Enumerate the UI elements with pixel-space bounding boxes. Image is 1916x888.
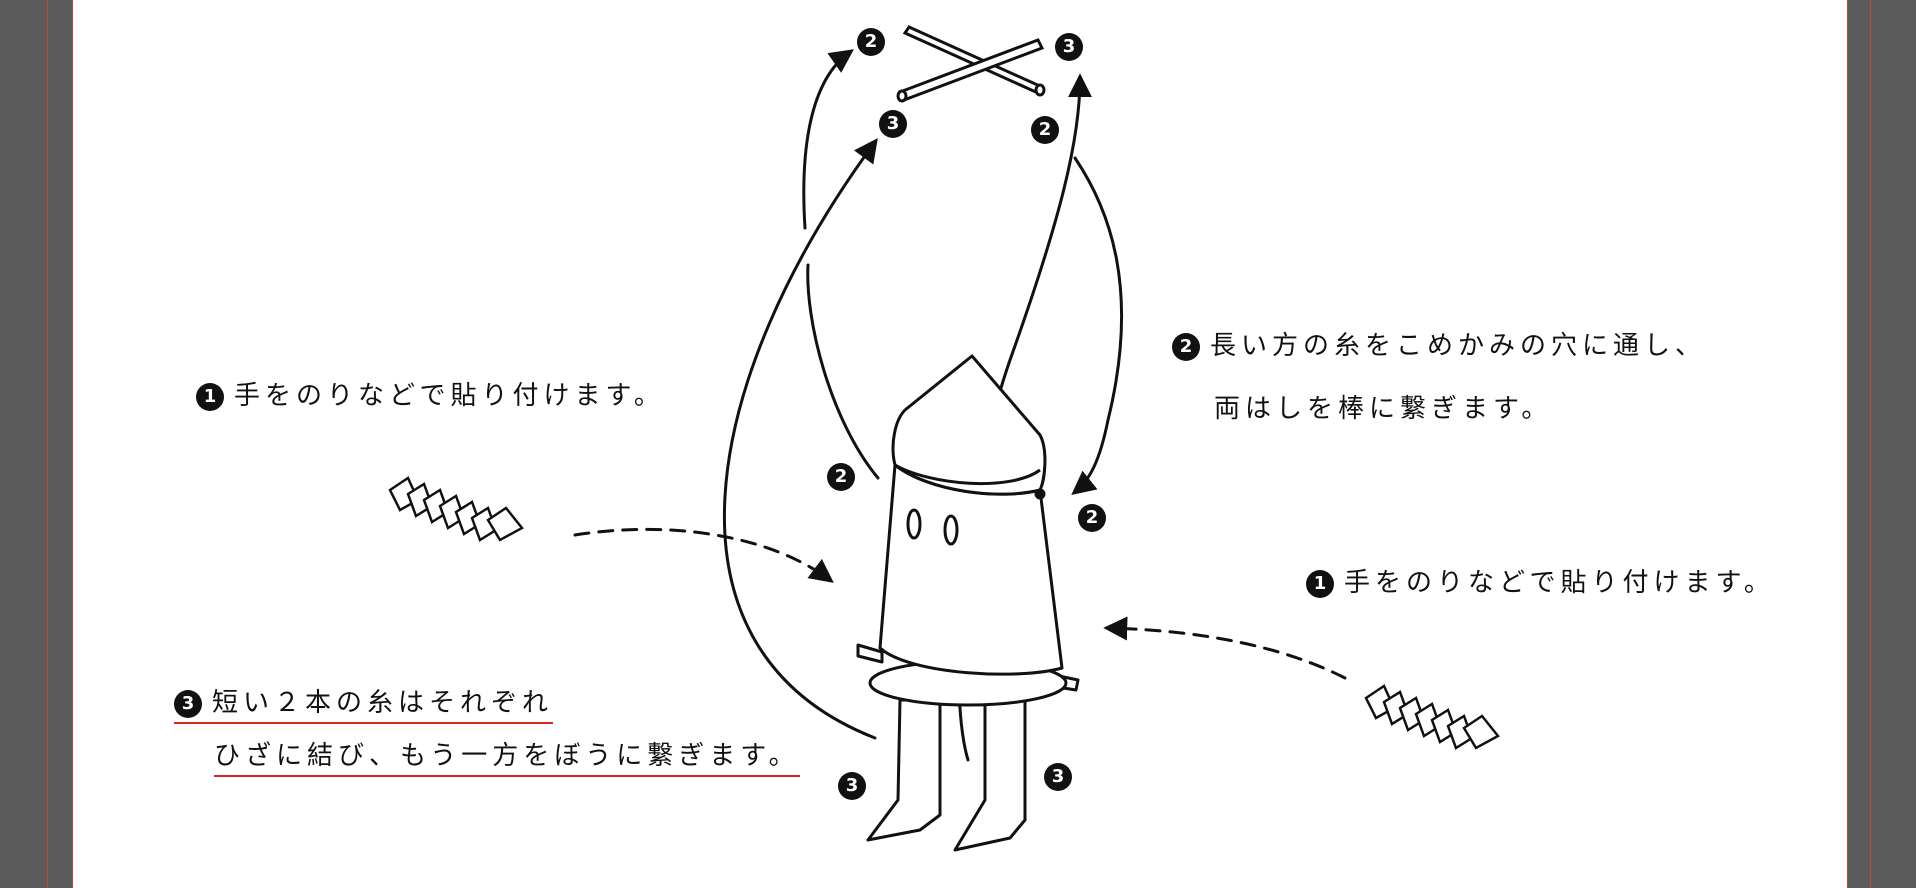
puppet-legs — [866, 698, 1027, 852]
note-number: 2 — [1172, 333, 1200, 361]
guide-line-left — [47, 0, 48, 888]
note-long-thread: 2 長い方の糸をこめかみの穴に通し、 — [1172, 333, 1706, 361]
puppet-hood-edge — [894, 463, 1041, 486]
badge-stick-top-right: 3 — [1055, 33, 1083, 61]
note-short-thread: 3 短い２本の糸はそれぞれ — [174, 688, 554, 724]
note-attach-hand-left: 1 手をのりなどで貼り付けます。 — [196, 383, 665, 411]
puppet-arm-left — [856, 643, 884, 664]
string-long-left — [802, 49, 854, 230]
badge-leg-right: 3 — [1044, 763, 1072, 791]
badge-head-left: 2 — [827, 463, 855, 491]
note-text-line2: 両はしを棒に繋ぎます。 — [1214, 394, 1553, 424]
note-underline-line1: 3 短い２本の糸はそれぞれ — [174, 688, 554, 724]
note-text-line1: 短い２本の糸はそれぞれ — [212, 688, 554, 718]
hand-arrow-left — [573, 527, 834, 583]
note-number: 1 — [1306, 570, 1334, 598]
puppet-hood — [891, 354, 1047, 496]
puppet-figure — [856, 354, 1080, 852]
badge-stick-top-left: 2 — [857, 28, 885, 56]
guide-line-right — [1870, 0, 1871, 888]
note-text-line2: ひざに結び、もう一方をぼうに繋ぎます。 — [214, 741, 800, 777]
puppet-eye-right — [943, 514, 959, 546]
note-number: 1 — [196, 383, 224, 411]
note-text: 手をのりなどで貼り付けます。 — [1344, 568, 1775, 598]
string-short-left — [723, 138, 878, 740]
note-number: 3 — [174, 690, 202, 718]
stick-b — [896, 38, 1045, 103]
stick-a — [902, 25, 1046, 97]
puppet-body — [878, 463, 1064, 676]
badge-head-right: 2 — [1078, 504, 1106, 532]
string-long-right — [1071, 156, 1124, 496]
hand-piece-left — [388, 476, 524, 542]
hand-arrow-right — [1103, 616, 1347, 680]
badge-leg-left: 3 — [838, 772, 866, 800]
string-long-left-lower — [806, 263, 880, 480]
note-short-thread-line2: ひざに結び、もう一方をぼうに繋ぎます。 — [214, 741, 800, 777]
note-text: 手をのりなどで貼り付けます。 — [234, 381, 665, 411]
hand-piece-right — [1364, 684, 1500, 750]
note-attach-hand-right: 1 手をのりなどで貼り付けます。 — [1306, 570, 1775, 598]
badge-stick-bottom-right: 2 — [1031, 116, 1059, 144]
temple-hole — [1034, 488, 1046, 500]
control-sticks — [896, 25, 1046, 103]
badge-stick-bottom-left: 3 — [879, 110, 907, 138]
note-long-thread-line2: 両はしを棒に繋ぎます。 — [1214, 396, 1552, 422]
puppet-eye-left — [906, 508, 922, 540]
note-text-line1: 長い方の糸をこめかみの穴に通し、 — [1210, 331, 1707, 361]
